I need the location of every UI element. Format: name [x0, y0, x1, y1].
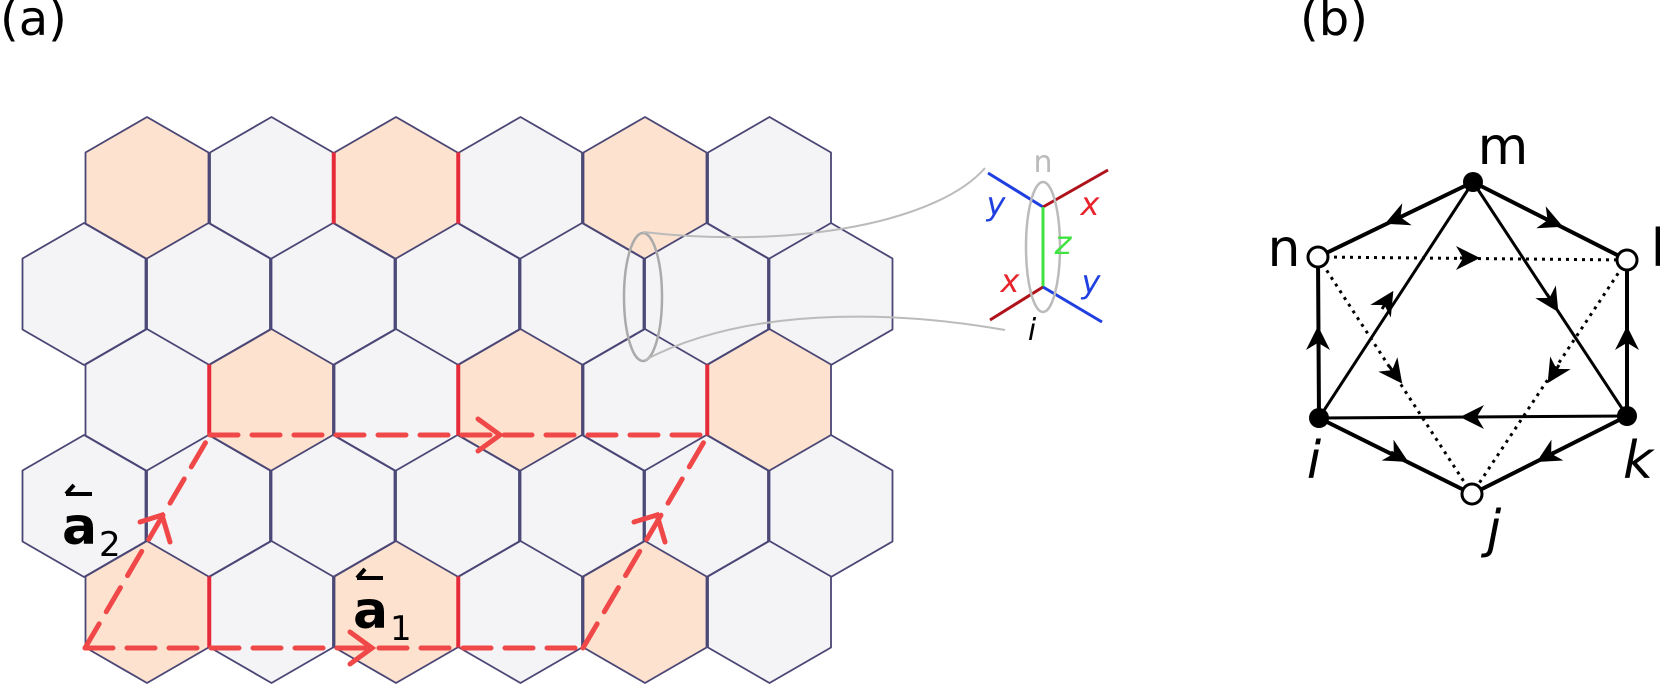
- plaquette-graph: m n l i k j: [1268, 117, 1660, 560]
- lattice-vector-a2: [82, 432, 213, 651]
- vertex-label-k: k: [1623, 431, 1655, 491]
- inset-site-n: n: [1033, 145, 1052, 180]
- vertex-k: [1617, 406, 1637, 426]
- a1-subscript: 1: [390, 609, 412, 649]
- vector-label-a1: a 1: [353, 567, 412, 649]
- a2-symbol: a: [62, 497, 97, 557]
- vertex-label-j: j: [1481, 500, 1502, 560]
- edge-i-n: [1316, 256, 1321, 419]
- edge-i-m: [1317, 181, 1475, 419]
- bond-inset: n i y x z x y: [986, 145, 1109, 348]
- vertex-j: [1460, 482, 1484, 506]
- inset-y-bond-top: [987, 171, 1044, 209]
- inset-label-z: z: [1054, 224, 1073, 262]
- vertex-n: [1306, 245, 1330, 269]
- inset-label-x-bottom: x: [1000, 262, 1021, 300]
- vector-label-a2: a 2: [62, 483, 121, 565]
- vertex-label-l: l: [1651, 219, 1660, 279]
- inset-label-y-top: y: [986, 185, 1007, 223]
- vertex-label-n: n: [1268, 219, 1301, 279]
- lattice-vector-a1: [82, 629, 586, 667]
- vertex-l: [1615, 248, 1639, 272]
- highlighted-z-bonds: [207, 152, 710, 648]
- inset-x-bond-bottom: [989, 285, 1044, 322]
- lattice-vector-a2-shifted: [580, 432, 711, 651]
- inset-label-y-bottom: y: [1081, 263, 1102, 301]
- inset-y-bond-bottom: [1042, 285, 1103, 324]
- vertex-m: [1463, 172, 1483, 192]
- zoom-connector-top: [642, 167, 986, 239]
- panel-a-label: (a): [0, 0, 67, 47]
- edge-n-j-dotted: [1316, 256, 1474, 495]
- zoom-connector-bottom: [644, 315, 1006, 361]
- a1-symbol: a: [353, 581, 388, 641]
- panel-b-label: (b): [1300, 0, 1368, 47]
- hexagon: [21, 222, 147, 366]
- lattice-vector-a1-shifted: [207, 416, 711, 454]
- direction-arrows: [1306, 203, 1639, 462]
- vertex-label-m: m: [1478, 117, 1529, 177]
- inset-site-i: i: [1028, 313, 1037, 348]
- edge-n-l-dotted: [1317, 255, 1628, 262]
- vertex-i: [1309, 408, 1329, 428]
- inset-label-x-top: x: [1080, 185, 1101, 223]
- a2-subscript: 2: [99, 525, 121, 565]
- inset-ellipse: [1024, 180, 1062, 314]
- hexagon: [21, 434, 147, 578]
- edge-l-j-dotted: [1470, 259, 1629, 495]
- hexagon: [707, 540, 832, 684]
- shaded-hexagon: [582, 540, 708, 684]
- vertex-label-i: i: [1307, 431, 1322, 491]
